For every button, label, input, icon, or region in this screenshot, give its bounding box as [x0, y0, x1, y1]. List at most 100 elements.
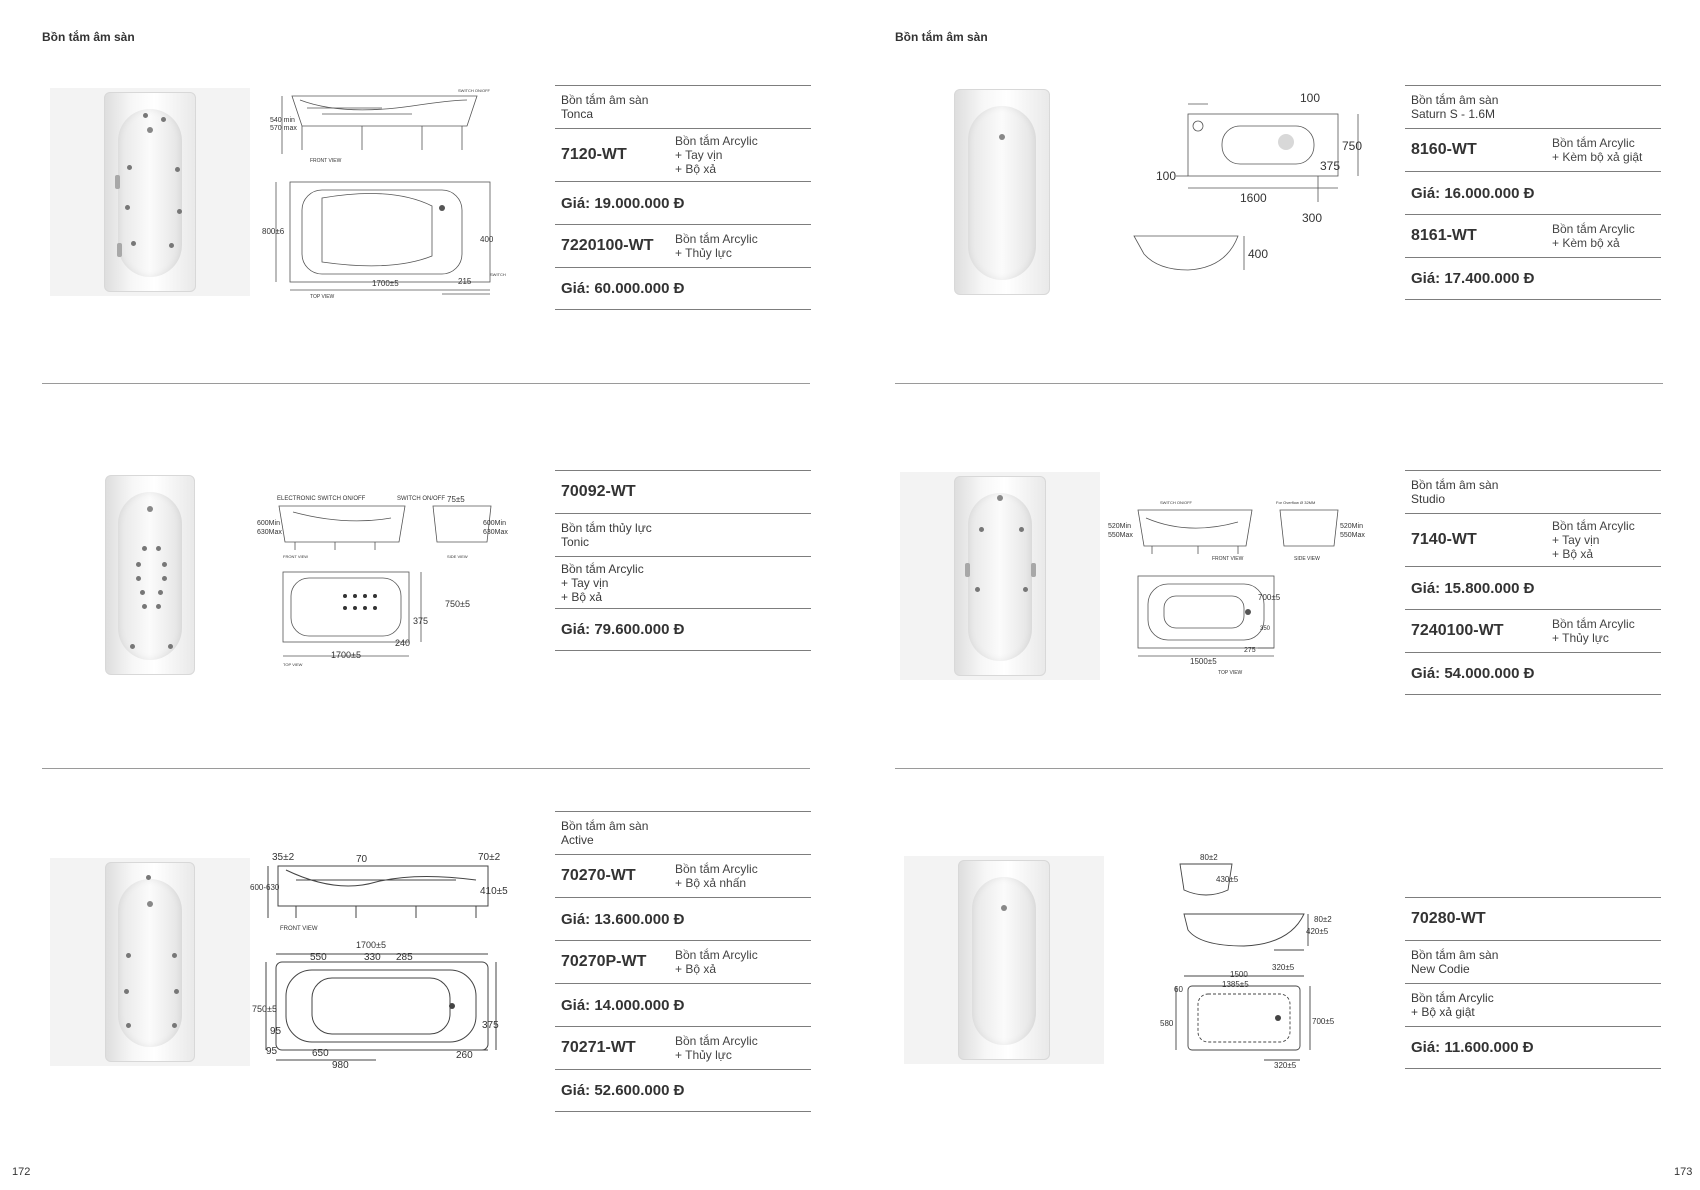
- tonca-height-label: 540 min: [270, 117, 295, 124]
- price: Giá: 16.000.000 Đ: [1405, 171, 1661, 214]
- svg-text:SIDE VIEW: SIDE VIEW: [1294, 556, 1320, 562]
- svg-text:For Overflow Ø 32MM: For Overflow Ø 32MM: [1276, 500, 1315, 505]
- studio-technical-drawing: SWITCH ON/OFF For Overflow Ø 32MM 520Min…: [1108, 496, 1370, 676]
- price: Giá: 17.400.000 Đ: [1405, 257, 1661, 300]
- svg-text:520Min: 520Min: [1340, 523, 1363, 530]
- svg-text:980: 980: [332, 1060, 349, 1071]
- studio-photo: [900, 472, 1100, 680]
- svg-text:375: 375: [482, 1020, 499, 1031]
- variant-row: 70270-WT Bồn tắm Arcylic+ Bộ xả nhấn: [555, 854, 811, 897]
- svg-text:1700±5: 1700±5: [356, 940, 386, 950]
- svg-text:100: 100: [1300, 91, 1320, 105]
- svg-text:70: 70: [356, 854, 368, 865]
- svg-text:550Max: 550Max: [1340, 532, 1365, 539]
- svg-text:1385±5: 1385±5: [1222, 980, 1249, 989]
- product-code: 7120-WT: [561, 146, 627, 163]
- svg-text:630Max: 630Max: [257, 529, 282, 536]
- variant-row: 8160-WT Bồn tắm Arcylic+ Kèm bộ xả giật: [1405, 128, 1661, 171]
- page-number: 172: [12, 1166, 31, 1178]
- svg-text:240: 240: [395, 638, 410, 648]
- svg-text:430±5: 430±5: [1216, 875, 1239, 884]
- new-codie-technical-drawing: 80±2 430±5 80±2 420±5 320±5 1500 1385±5 …: [1160, 850, 1364, 1070]
- svg-text:1500: 1500: [1230, 970, 1248, 979]
- svg-text:600Min: 600Min: [483, 520, 506, 527]
- svg-text:400: 400: [1248, 247, 1268, 261]
- variant-row: 70270P-WT Bồn tắm Arcylic+ Bộ xả: [555, 940, 811, 983]
- product-code: 70270P-WT: [561, 953, 647, 970]
- svg-text:350: 350: [1260, 626, 1271, 632]
- svg-text:320±5: 320±5: [1272, 963, 1295, 972]
- svg-text:600Min: 600Min: [257, 520, 280, 527]
- price: Giá: 52.600.000 Đ: [555, 1069, 811, 1112]
- svg-text:SWITCH ON/OFF: SWITCH ON/OFF: [458, 88, 491, 93]
- svg-text:FRONT VIEW: FRONT VIEW: [283, 554, 308, 559]
- svg-text:570 max: 570 max: [270, 125, 297, 132]
- svg-text:FRONT VIEW: FRONT VIEW: [280, 926, 318, 932]
- right-page: Bồn tắm âm sàn 100 750 100: [850, 0, 1700, 1190]
- svg-text:650: 650: [312, 1048, 329, 1059]
- svg-text:630Max: 630Max: [483, 529, 508, 536]
- svg-text:SWITCH ON/OFF: SWITCH ON/OFF: [397, 496, 445, 502]
- svg-text:375: 375: [413, 616, 428, 626]
- svg-text:FRONT VIEW: FRONT VIEW: [310, 158, 342, 164]
- price: Giá: 15.800.000 Đ: [1405, 566, 1661, 609]
- svg-text:80±2: 80±2: [1314, 915, 1332, 924]
- variant-row: 70092-WT: [555, 470, 811, 513]
- active-technical-drawing: 35±2 70 70±2 600-630 410±5 FRONT VIEW 17…: [250, 850, 516, 1072]
- product-description: Bồn tắm Arcylic+ Tay vịn+ Bộ xả: [555, 556, 811, 608]
- saturn-photo: [954, 88, 1050, 296]
- svg-text:1700±5: 1700±5: [331, 650, 361, 660]
- left-page: Bồn tắm âm sàn: [12, 30, 811, 1178]
- product-code: 7220100-WT: [561, 237, 654, 254]
- svg-text:400: 400: [480, 235, 494, 244]
- price: Giá: 60.000.000 Đ: [555, 267, 811, 310]
- page-number: 173: [1674, 1166, 1693, 1178]
- svg-text:SWITCH: SWITCH: [490, 272, 506, 277]
- svg-text:60: 60: [1174, 985, 1183, 994]
- variant-row: 7240100-WT Bồn tắm Arcylic+ Thủy lực: [1405, 609, 1661, 652]
- svg-text:75±5: 75±5: [447, 495, 465, 504]
- price: Giá: 79.600.000 Đ: [555, 608, 811, 651]
- page-title: Bồn tắm âm sàn: [895, 30, 988, 44]
- svg-text:1500±5: 1500±5: [1190, 657, 1217, 666]
- section-divider: [42, 768, 810, 769]
- product-code: 8161-WT: [1411, 227, 1477, 244]
- price: Giá: 11.600.000 Đ: [1405, 1026, 1661, 1069]
- svg-text:420±5: 420±5: [1306, 927, 1329, 936]
- product-description: Bồn tắm Arcylic+ Bộ xả giật: [1405, 983, 1661, 1026]
- section-divider: [895, 383, 1663, 384]
- svg-text:580: 580: [1160, 1019, 1174, 1028]
- svg-text:700±5: 700±5: [1258, 593, 1281, 602]
- svg-text:285: 285: [396, 952, 413, 963]
- svg-text:600-630: 600-630: [250, 883, 280, 892]
- svg-text:410±5: 410±5: [480, 886, 508, 897]
- variant-row: 7140-WT Bồn tắm Arcylic+ Tay vịn+ Bộ xả: [1405, 513, 1661, 566]
- svg-text:375: 375: [1320, 159, 1340, 173]
- product-code: 8160-WT: [1411, 141, 1477, 158]
- svg-text:320±5: 320±5: [1274, 1061, 1297, 1070]
- svg-text:260: 260: [456, 1050, 473, 1061]
- section-divider: [42, 383, 810, 384]
- svg-text:1600: 1600: [1240, 191, 1267, 205]
- product-code: 70092-WT: [561, 483, 636, 500]
- svg-text:80±2: 80±2: [1200, 853, 1218, 862]
- variant-row: 7120-WT Bồn tắm Arcylic+ Tay vịn+ Bộ xả: [555, 128, 811, 181]
- svg-text:ELECTRONIC SWITCH ON/OFF: ELECTRONIC SWITCH ON/OFF: [277, 496, 366, 502]
- tonca-photo: [50, 88, 250, 296]
- page-title: Bồn tắm âm sàn: [42, 30, 135, 44]
- svg-text:750±5: 750±5: [445, 599, 470, 609]
- svg-text:TOP VIEW: TOP VIEW: [310, 294, 335, 300]
- price: Giá: 13.600.000 Đ: [555, 897, 811, 940]
- tonca-technical-drawing: 540 min 570 max FRONT VIEW SWITCH ON/OFF…: [262, 86, 506, 300]
- svg-text:700±5: 700±5: [1312, 1017, 1335, 1026]
- variant-row: 70280-WT: [1405, 897, 1661, 940]
